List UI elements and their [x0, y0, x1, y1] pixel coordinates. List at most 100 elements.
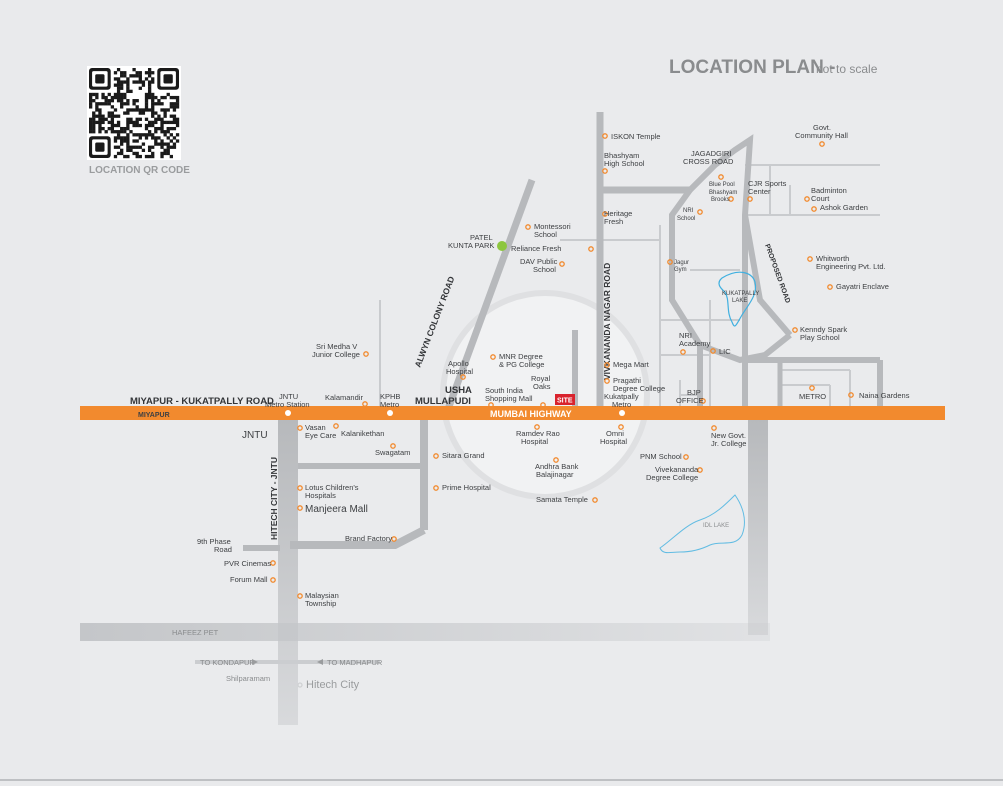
place-pragathi-1: Pragathi: [613, 376, 641, 385]
place-ramdev-1: Ramdev Rao: [516, 429, 560, 438]
qr-module: [135, 117, 139, 121]
qr-module: [172, 108, 177, 112]
place-jagur-1: Jagur: [674, 260, 689, 266]
qr-module: [113, 154, 118, 159]
qr-module: [126, 120, 130, 125]
qr-module: [166, 151, 170, 156]
qr-module: [147, 148, 152, 152]
place-lic: LIC: [719, 347, 731, 356]
qr-module: [151, 123, 155, 128]
qr-module: [95, 108, 99, 112]
road-name-to-kondapur: TO KONDAPUR: [200, 658, 255, 667]
qr-module: [126, 111, 130, 115]
place-cjr-2: Center: [748, 187, 771, 196]
qr-module: [151, 108, 155, 112]
qr-module: [154, 111, 158, 115]
qr-module: [151, 114, 155, 118]
metro-label-kphb-2: Metro: [380, 400, 399, 409]
location-qr-code[interactable]: [87, 66, 181, 160]
qr-module: [107, 99, 111, 103]
qr-module: [126, 126, 130, 131]
qr-module: [147, 145, 152, 149]
qr-module: [132, 123, 136, 128]
qr-module: [135, 74, 139, 78]
qr-module: [101, 114, 105, 118]
area-hitech-city: Hitech City: [306, 679, 360, 691]
place-lotus-2: Hospitals: [305, 491, 336, 500]
qr-module: [144, 133, 149, 137]
qr-module: [172, 136, 177, 140]
qr-module: [126, 80, 130, 84]
qr-module: [107, 92, 111, 97]
metro-label-kphb-1: KPHB: [380, 392, 400, 401]
qr-module: [129, 108, 133, 112]
metro-station-kphb: [387, 410, 393, 416]
qr-module: [116, 99, 121, 103]
qr-module: [129, 117, 133, 121]
place-vasan-1: Vasan: [305, 423, 326, 432]
qr-module: [113, 83, 118, 87]
qr-module: [126, 145, 130, 149]
qr-module: [113, 136, 118, 140]
place-forum-mall: Forum Mall: [230, 575, 268, 584]
qr-module: [151, 145, 155, 149]
qr-module: [132, 120, 136, 125]
qr-module: [126, 99, 130, 103]
qr-module: [101, 126, 105, 131]
place-govt-cc-2: Community Hall: [795, 131, 848, 140]
qr-module: [116, 68, 121, 72]
qr-module: [101, 120, 105, 125]
qr-module: [92, 130, 96, 134]
qr-module: [95, 92, 99, 97]
qr-module: [135, 154, 139, 159]
qr-module: [157, 114, 161, 118]
qr-module: [116, 120, 121, 125]
place-manjeera-mall: Manjeera Mall: [305, 504, 368, 515]
qr-module: [144, 105, 149, 109]
place-sri-medha-2: Junior College: [312, 350, 360, 359]
qr-module: [132, 80, 136, 84]
place-naina-gardens: Naina Gardens: [859, 391, 910, 400]
qr-module: [135, 108, 139, 112]
kukatpally-lake: [718, 271, 757, 327]
qr-module: [147, 120, 152, 125]
qr-module: [154, 102, 158, 106]
qr-module: [89, 126, 93, 131]
qr-module: [132, 145, 136, 149]
qr-module: [98, 111, 102, 115]
qr-module: [138, 154, 142, 159]
qr-module: [138, 80, 142, 84]
place-heritage-2: Fresh: [604, 217, 623, 226]
qr-module: [157, 142, 161, 146]
qr-module: [110, 105, 115, 109]
qr-module: [138, 77, 142, 81]
qr-module: [141, 108, 146, 112]
place-jagur-2: Gym: [674, 267, 687, 273]
qr-module: [116, 92, 121, 97]
qr-module: [135, 99, 139, 103]
place-heritage-1: Heritage: [604, 209, 632, 218]
place-nri-school-1: NRI: [683, 208, 694, 214]
qr-module: [113, 139, 118, 143]
qr-module: [147, 133, 152, 137]
qr-module: [138, 86, 142, 90]
qr-module: [135, 71, 139, 75]
qr-module: [151, 105, 155, 109]
place-royal-oaks-2: Oaks: [533, 382, 551, 391]
qr-module: [107, 120, 111, 125]
qr-module: [172, 95, 177, 100]
place-samata-temple: Samata Temple: [536, 495, 588, 504]
qr-module: [169, 154, 173, 159]
qr-module: [110, 95, 115, 100]
qr-module: [126, 77, 130, 81]
qr-module: [107, 114, 111, 118]
place-badminton-2: Court: [811, 194, 830, 203]
place-omni-1: Omni: [606, 429, 624, 438]
qr-module: [126, 154, 130, 159]
qr-module: [160, 123, 164, 128]
qr-module: [126, 89, 130, 94]
road-name-mumbai-highway: MUMBAI HIGHWAY: [490, 409, 572, 419]
qr-module: [144, 126, 149, 131]
place-prime-hospital: Prime Hospital: [442, 483, 491, 492]
qr-module: [175, 102, 180, 106]
